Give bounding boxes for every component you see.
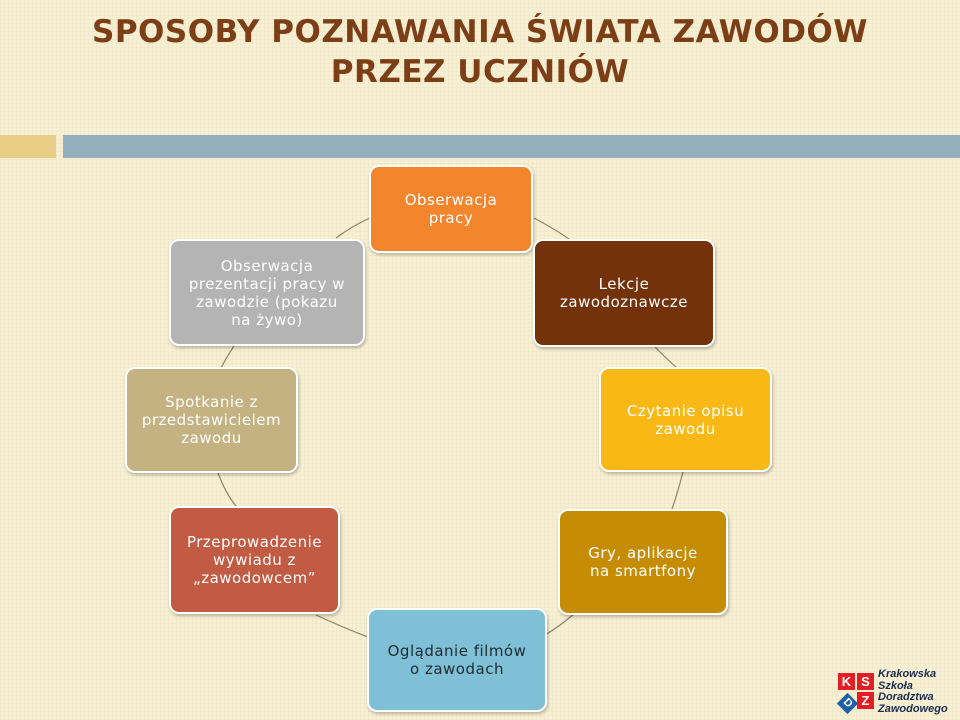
logo-text-line: Zawodowego [878, 702, 948, 715]
node-lekcje-zawodoznawcze: Lekcje zawodoznawcze [533, 239, 715, 347]
node-text: Obserwacja [404, 191, 498, 209]
logo-text-line: Krakowska [878, 668, 937, 680]
node-obserwacja-pracy: Obserwacja pracy [369, 165, 533, 253]
page-title: SPOSOBY POZNAWANIA ŚWIATA ZAWODÓW PRZEZ … [0, 12, 960, 92]
connector-top-left [335, 217, 371, 239]
title-line-1: SPOSOBY POZNAWANIA ŚWIATA ZAWODÓW [92, 14, 868, 50]
node-spotkanie-z-przedstawicielem: Spotkanie z przedstawicielem zawodu [125, 367, 298, 473]
connector-right-lower [671, 471, 684, 510]
node-text: „zawodowcem” [192, 569, 317, 587]
ksdz-logo: K S Z D Krakowska Szkoła Doradztwa Zawod… [836, 665, 958, 717]
logo-tile-k: K [838, 673, 855, 690]
accent-band-left [0, 135, 56, 158]
node-text: Lekcje [598, 275, 650, 293]
node-text: zawodu [181, 429, 242, 447]
connector-top-right [533, 217, 571, 241]
node-przeprowadzenie-wywiadu: Przeprowadzenie wywiadu z „zawodowcem” [169, 506, 340, 614]
connector-left-upper [220, 345, 235, 369]
node-text: przedstawicielem [141, 411, 282, 429]
node-text: Obserwacja [220, 256, 314, 275]
node-obserwacja-prezentacji: Obserwacja prezentacji pracy w zawodzie … [169, 239, 365, 346]
node-text: Gry, aplikacje [588, 544, 698, 562]
connector-right-upper [654, 346, 677, 368]
logo-text-line: Doradztwa [878, 691, 934, 703]
accent-band-main [63, 135, 960, 158]
logo-tiles: K S Z D [836, 673, 876, 717]
node-text: wywiadu z [213, 551, 296, 569]
node-text: Czytanie opisu [626, 401, 745, 420]
node-text: na żywo) [231, 310, 303, 329]
node-text: zawodoznawcze [560, 293, 688, 311]
node-text: na smartfony [590, 562, 696, 580]
node-text: zawodzie (pokazu [196, 292, 338, 311]
logo-tile-s: S [857, 673, 874, 690]
connector-bottom-left [315, 614, 369, 638]
logo-text: Krakowska Szkoła Doradztwa Zawodowego [878, 668, 958, 715]
node-text: pracy [428, 209, 474, 227]
node-text: Oglądanie filmów [387, 642, 527, 660]
logo-tile-z: Z [857, 692, 874, 709]
connector-left-lower [217, 472, 237, 507]
node-gry-aplikacje: Gry, aplikacje na smartfony [558, 509, 728, 615]
node-text: o zawodach [410, 660, 504, 678]
logo-tile-d: D [836, 692, 859, 715]
node-text: Spotkanie z [165, 393, 258, 411]
node-text: zawodu [655, 419, 716, 438]
logo-text-line: Szkoła [878, 679, 913, 692]
node-czytanie-opisu: Czytanie opisu zawodu [599, 367, 772, 472]
connector-bottom-right [544, 613, 575, 636]
node-text: prezentacji pracy w [188, 274, 346, 293]
node-ogladanie-filmow: Oglądanie filmów o zawodach [367, 608, 547, 712]
node-text: Przeprowadzenie [186, 533, 323, 551]
title-line-2: PRZEZ UCZNIÓW [330, 54, 630, 90]
